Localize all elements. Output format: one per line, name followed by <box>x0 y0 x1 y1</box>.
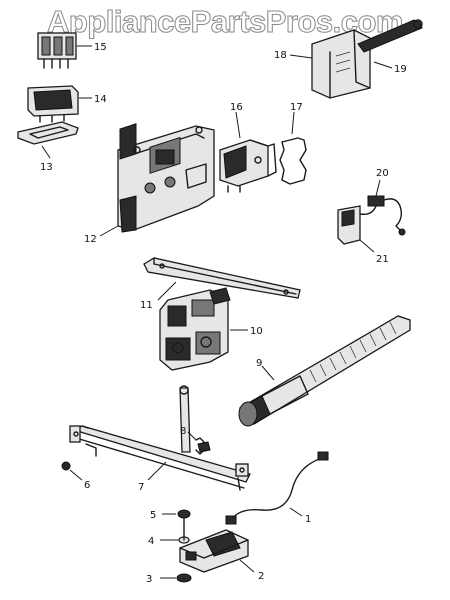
burner-ports <box>309 321 397 383</box>
leader-20 <box>375 179 381 197</box>
callout-2: 2 <box>258 571 264 582</box>
part-11-mounting-rail[interactable] <box>143 257 301 299</box>
callout-4: 4 <box>148 536 154 547</box>
leader-2 <box>239 559 255 573</box>
part-9-burner-tube[interactable] <box>238 315 411 427</box>
part-14-relay-module[interactable] <box>27 85 79 123</box>
part-5-fastener[interactable] <box>177 509 191 519</box>
leader-8 <box>187 431 197 441</box>
callout-1: 1 <box>305 514 311 525</box>
callout-13: 13 <box>40 162 53 173</box>
callout-8: 8 <box>180 426 186 437</box>
callout-6: 6 <box>84 480 90 491</box>
part-18-module[interactable] <box>311 29 371 99</box>
callout-21: 21 <box>376 254 389 265</box>
leader-6 <box>69 469 83 481</box>
callout-9: 9 <box>256 358 262 369</box>
part-7-manifold[interactable] <box>69 385 251 491</box>
part-3-washer[interactable] <box>176 573 192 583</box>
leader-16 <box>235 111 241 139</box>
leader-12 <box>99 225 119 237</box>
part-16-switch[interactable] <box>219 139 277 193</box>
part-2-igniter[interactable] <box>179 529 249 573</box>
callout-19: 19 <box>394 64 407 75</box>
part-8-orifice[interactable] <box>195 437 211 455</box>
part-15-connector[interactable] <box>37 32 77 69</box>
callout-14: 14 <box>94 94 107 105</box>
callout-5: 5 <box>150 510 156 521</box>
part-10-gas-valve[interactable] <box>159 287 231 371</box>
leader-7 <box>147 461 167 481</box>
callout-17: 17 <box>290 102 303 113</box>
callout-7: 7 <box>138 482 144 493</box>
leader-9 <box>261 365 275 381</box>
part-1-wire[interactable] <box>225 451 329 525</box>
callout-16: 16 <box>230 102 243 113</box>
callout-20: 20 <box>376 168 389 179</box>
leader-17 <box>291 111 295 135</box>
leader-18 <box>289 54 313 59</box>
part-6-screw[interactable] <box>61 461 71 471</box>
part-12-control-board[interactable] <box>117 123 215 233</box>
callout-12: 12 <box>84 234 97 245</box>
callout-10: 10 <box>250 326 263 337</box>
leader-11 <box>157 281 177 301</box>
part-19-rod[interactable] <box>357 19 423 53</box>
callout-18: 18 <box>274 50 287 61</box>
part-21-bracket[interactable] <box>337 205 361 245</box>
leader-19 <box>373 61 393 69</box>
callout-3: 3 <box>146 574 152 585</box>
leader-1 <box>289 507 303 517</box>
part-13-bracket[interactable] <box>17 121 79 145</box>
callout-15: 15 <box>94 42 107 53</box>
part-4-washer[interactable] <box>178 517 190 544</box>
leader-21 <box>359 239 375 253</box>
leader-13 <box>41 145 51 159</box>
part-17-spring-clip[interactable] <box>279 137 307 185</box>
callout-11: 11 <box>140 300 153 311</box>
